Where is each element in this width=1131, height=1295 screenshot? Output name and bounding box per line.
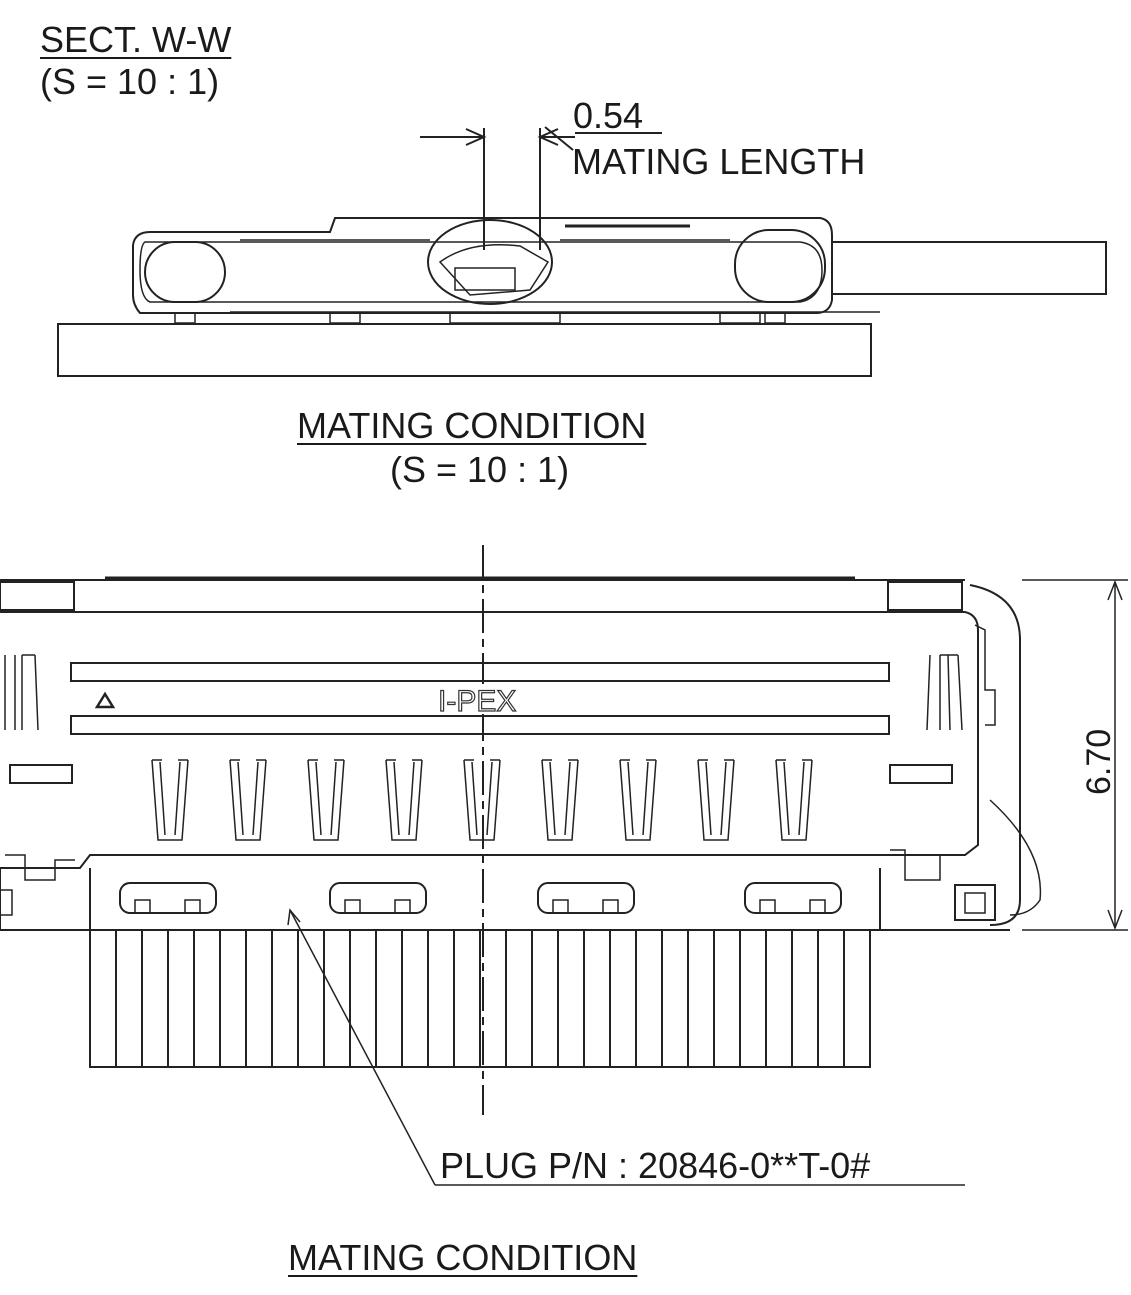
- mating-length-label: MATING LENGTH: [572, 141, 866, 182]
- housing-bottom: [0, 868, 1010, 931]
- contact-pin: [151, 759, 189, 841]
- triangle-icon: [94, 691, 116, 709]
- contact-pins: [151, 759, 813, 841]
- logo-background: [436, 684, 530, 714]
- solder-foot: [329, 312, 361, 324]
- right-latch: [954, 884, 996, 921]
- right-hardware: [989, 799, 1042, 916]
- contact-pin: [229, 759, 267, 841]
- left-contact-oval: [144, 241, 226, 303]
- dim-leader: [544, 126, 574, 151]
- window-4: [744, 882, 842, 914]
- connector-shell: [132, 217, 833, 314]
- contact-detail: [454, 267, 516, 291]
- left-latch-block: [0, 889, 13, 916]
- bottom-caption: MATING CONDITION: [288, 1237, 638, 1278]
- contact-pin: [619, 759, 657, 841]
- arrowhead: [1107, 909, 1123, 931]
- cable: [831, 241, 1107, 295]
- contact-pin: [775, 759, 813, 841]
- pcb-board: [57, 323, 872, 377]
- window-2: [329, 882, 427, 914]
- arrowhead: [287, 908, 301, 926]
- right-hardware: [974, 624, 996, 726]
- arrowhead: [1107, 579, 1123, 601]
- left-latch: [5, 854, 75, 881]
- contact-pin: [697, 759, 735, 841]
- right-clip: [926, 654, 963, 731]
- solder-foot: [719, 312, 761, 324]
- window-details: [134, 899, 826, 913]
- ipex-logo: I-PEX: [438, 685, 516, 718]
- section-scale: (S = 10 : 1): [40, 61, 220, 102]
- left-clip: [4, 654, 39, 731]
- top-caption: MATING CONDITION: [297, 405, 647, 446]
- right-slot: [889, 764, 953, 784]
- window-3: [537, 882, 635, 914]
- solder-foot: [764, 312, 786, 324]
- dim-height-value: 6.70: [1080, 729, 1118, 795]
- lower-bar: [70, 715, 890, 735]
- contact-pin: [463, 759, 501, 841]
- section-title: SECT. W-W: [40, 19, 232, 60]
- window-1: [119, 882, 217, 914]
- right-latch-inner: [964, 892, 986, 914]
- contact-pin: [307, 759, 345, 841]
- plug-leader: [289, 909, 436, 1186]
- contact-detail: [438, 243, 550, 296]
- solder-foot: [449, 312, 561, 324]
- right-side-latch: [890, 849, 955, 881]
- plan-view: [0, 545, 1128, 1186]
- mating-length-value: 0.54: [573, 95, 644, 136]
- top-caption-scale: (S = 10 : 1): [390, 449, 570, 490]
- top-left-tab: [0, 581, 75, 611]
- upper-bar: [70, 662, 890, 682]
- plug-part-number: PLUG P/N : 20846-0**T-0#: [440, 1145, 871, 1186]
- right-cable-arc: [969, 584, 1021, 926]
- mating-contact: [427, 219, 553, 305]
- top-right-tab: [887, 581, 963, 611]
- right-contact-oval: [734, 229, 826, 303]
- plug-teeth: [115, 930, 845, 1067]
- connector-inner: [139, 241, 823, 303]
- left-slot: [9, 764, 73, 784]
- solder-foot: [174, 312, 196, 324]
- housing-outline: [0, 611, 979, 869]
- contact-pin: [541, 759, 579, 841]
- section-view: [57, 126, 1107, 377]
- contact-pin: [385, 759, 423, 841]
